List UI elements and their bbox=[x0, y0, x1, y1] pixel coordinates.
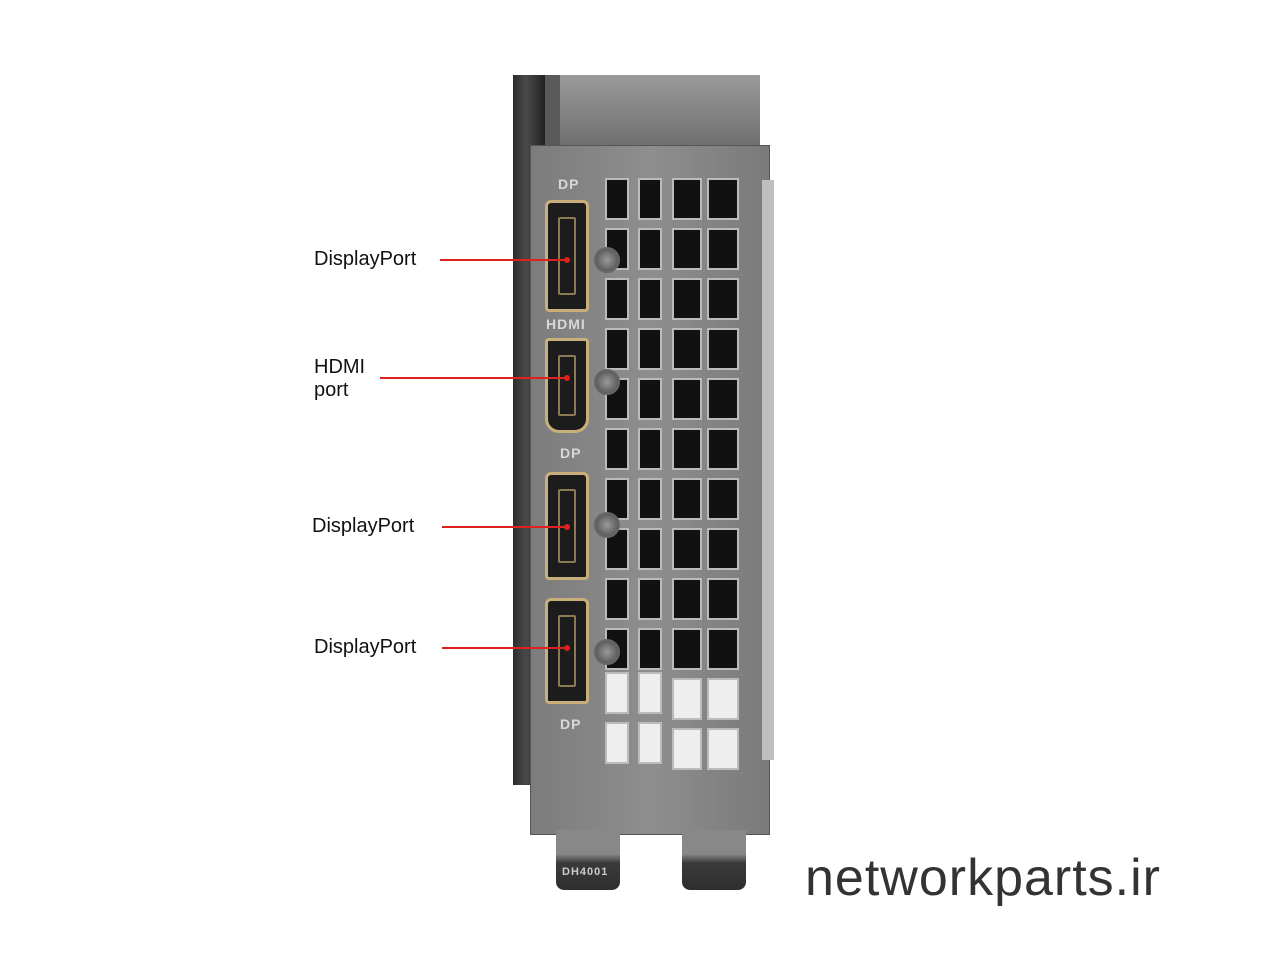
callout-label: HDMI bbox=[314, 356, 366, 378]
vent-slot bbox=[672, 328, 702, 370]
card-cooler-block bbox=[560, 75, 760, 150]
callout-label-line2: port bbox=[314, 379, 349, 401]
vent-slot bbox=[605, 178, 629, 220]
vent-slot bbox=[638, 672, 662, 714]
screw-icon bbox=[594, 247, 620, 273]
silk-dp-2: DP bbox=[560, 445, 582, 461]
vent-slot bbox=[707, 228, 739, 270]
vent-slot bbox=[707, 278, 739, 320]
callout-label: DisplayPort bbox=[314, 248, 417, 270]
bracket-tab-right bbox=[682, 830, 746, 890]
callout-label: DisplayPort bbox=[314, 636, 417, 658]
vent-slot bbox=[638, 328, 662, 370]
part-number: DH4001 bbox=[562, 866, 609, 878]
callout-line bbox=[442, 647, 567, 649]
vent-slot bbox=[638, 628, 662, 670]
vent-slot bbox=[672, 178, 702, 220]
vent-slot bbox=[638, 578, 662, 620]
vent-slot bbox=[638, 278, 662, 320]
vent-slot bbox=[707, 428, 739, 470]
callout-dot bbox=[564, 645, 570, 651]
vent-slot bbox=[605, 328, 629, 370]
vent-slot bbox=[672, 528, 702, 570]
vent-slot bbox=[672, 728, 702, 770]
callout-label: DisplayPort bbox=[312, 515, 415, 537]
callout-dot bbox=[564, 257, 570, 263]
callout-dot bbox=[564, 524, 570, 530]
displayport-connector-3 bbox=[545, 598, 589, 704]
vent-slot bbox=[707, 378, 739, 420]
silk-dp-1: DP bbox=[558, 176, 580, 192]
vent-slot bbox=[638, 478, 662, 520]
silk-hdmi: HDMI bbox=[546, 316, 586, 332]
vent-slot bbox=[605, 722, 629, 764]
vent-slot bbox=[638, 228, 662, 270]
bracket-edge bbox=[762, 180, 774, 760]
screw-icon bbox=[594, 639, 620, 665]
callout-dot bbox=[564, 375, 570, 381]
vent-slot bbox=[605, 278, 629, 320]
vent-slot bbox=[672, 678, 702, 720]
vent-slot bbox=[707, 728, 739, 770]
vent-slot bbox=[672, 578, 702, 620]
hdmi-connector bbox=[545, 338, 589, 433]
vent-slot bbox=[605, 672, 629, 714]
vent-slot bbox=[638, 428, 662, 470]
screw-icon bbox=[594, 369, 620, 395]
vent-slot bbox=[707, 178, 739, 220]
vent-slot bbox=[707, 578, 739, 620]
vent-slot bbox=[638, 178, 662, 220]
callout-line bbox=[442, 526, 567, 528]
vent-slot bbox=[707, 528, 739, 570]
vent-slot bbox=[672, 278, 702, 320]
vent-slot bbox=[638, 378, 662, 420]
vent-slot bbox=[672, 228, 702, 270]
vent-slot bbox=[707, 678, 739, 720]
vent-slot bbox=[605, 578, 629, 620]
screw-icon bbox=[594, 512, 620, 538]
vent-slot bbox=[707, 628, 739, 670]
displayport-connector-1 bbox=[545, 200, 589, 312]
vent-slot bbox=[638, 722, 662, 764]
vent-slot bbox=[672, 428, 702, 470]
callout-line bbox=[380, 377, 567, 379]
vent-slot bbox=[707, 478, 739, 520]
silk-dp-3: DP bbox=[560, 716, 582, 732]
vent-slot bbox=[707, 328, 739, 370]
bracket-tab-left: DH4001 bbox=[556, 830, 620, 890]
vent-slot bbox=[672, 378, 702, 420]
vent-slot bbox=[605, 428, 629, 470]
vent-slot bbox=[672, 628, 702, 670]
vent-slot bbox=[672, 478, 702, 520]
vent-slot bbox=[638, 528, 662, 570]
callout-line bbox=[440, 259, 567, 261]
watermark: networkparts.ir bbox=[805, 849, 1161, 907]
